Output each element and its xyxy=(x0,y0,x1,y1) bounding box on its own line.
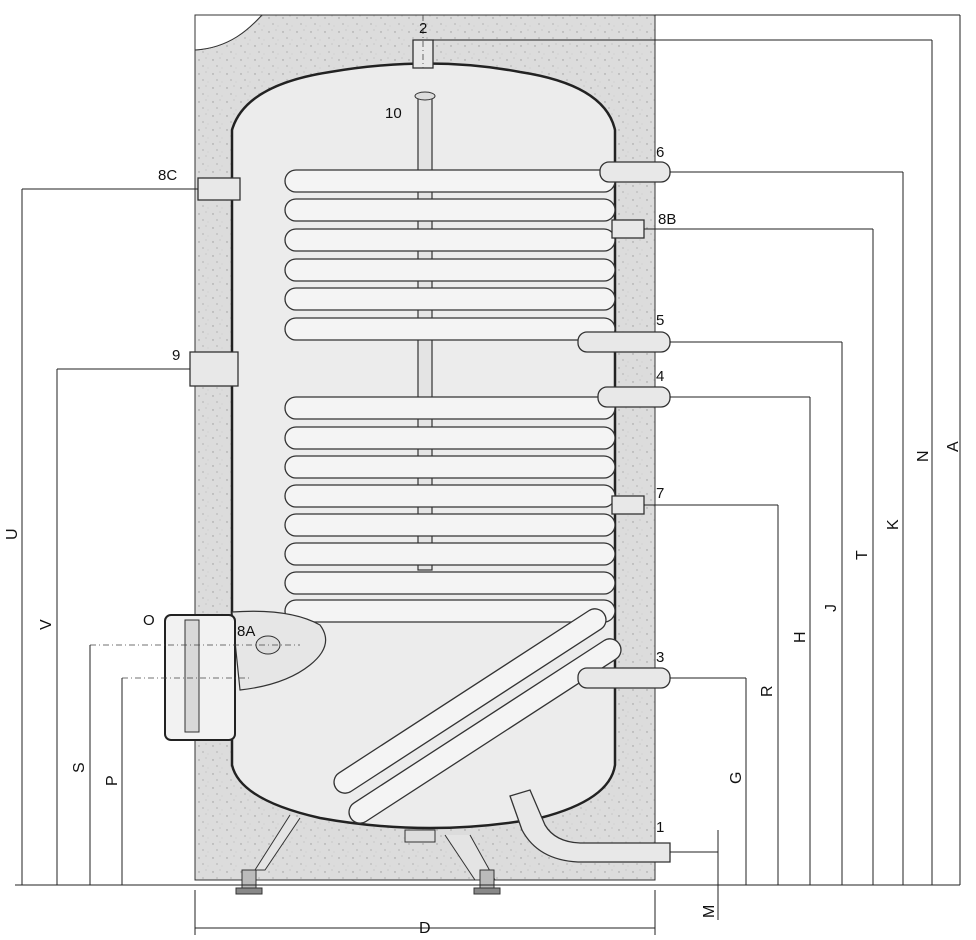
dimension-label-g: G xyxy=(728,772,745,784)
dimension-label-h: H xyxy=(792,631,809,643)
label-connection-8c: 8C xyxy=(158,167,177,184)
left-connections xyxy=(189,177,241,387)
left-dimension-lines xyxy=(21,188,198,885)
label-connection-8a: 8A xyxy=(237,623,255,640)
label-connection-1: 1 xyxy=(656,819,664,836)
bottom-dimension-line xyxy=(194,890,656,935)
inspection-flange xyxy=(90,610,327,741)
lower-heat-exchanger-coil xyxy=(333,608,622,824)
middle-heat-exchanger-coil xyxy=(284,396,616,623)
upper-heat-exchanger-coil xyxy=(284,169,616,341)
label-connection-2: 2 xyxy=(419,20,427,37)
dimension-label-j: J xyxy=(823,604,840,612)
right-dimension-lines xyxy=(433,14,961,920)
label-connection-9: 9 xyxy=(172,347,180,364)
label-connection-o: O xyxy=(143,612,155,629)
dimension-label-r: R xyxy=(759,685,776,697)
label-connection-3: 3 xyxy=(656,649,664,666)
dimension-label-k: K xyxy=(885,519,902,530)
dimension-label-n: N xyxy=(915,450,932,462)
dimension-label-m: M xyxy=(701,905,718,918)
dimension-label-d: D xyxy=(419,920,431,937)
label-connection-4: 4 xyxy=(656,368,664,385)
right-connections xyxy=(509,161,671,863)
label-connection-7: 7 xyxy=(656,485,664,502)
label-connection-10: 10 xyxy=(385,105,402,122)
dimension-label-v: V xyxy=(38,619,55,630)
label-connection-6: 6 xyxy=(656,144,664,161)
support-legs xyxy=(235,814,501,895)
label-connection-8b: 8B xyxy=(658,211,676,228)
dimension-label-a: A xyxy=(945,441,962,452)
dimension-label-u: U xyxy=(4,528,21,540)
dimension-label-s: S xyxy=(71,762,88,773)
dimension-label-p: P xyxy=(104,775,121,786)
label-connection-5: 5 xyxy=(656,312,664,329)
dimension-label-t: T xyxy=(854,550,871,560)
